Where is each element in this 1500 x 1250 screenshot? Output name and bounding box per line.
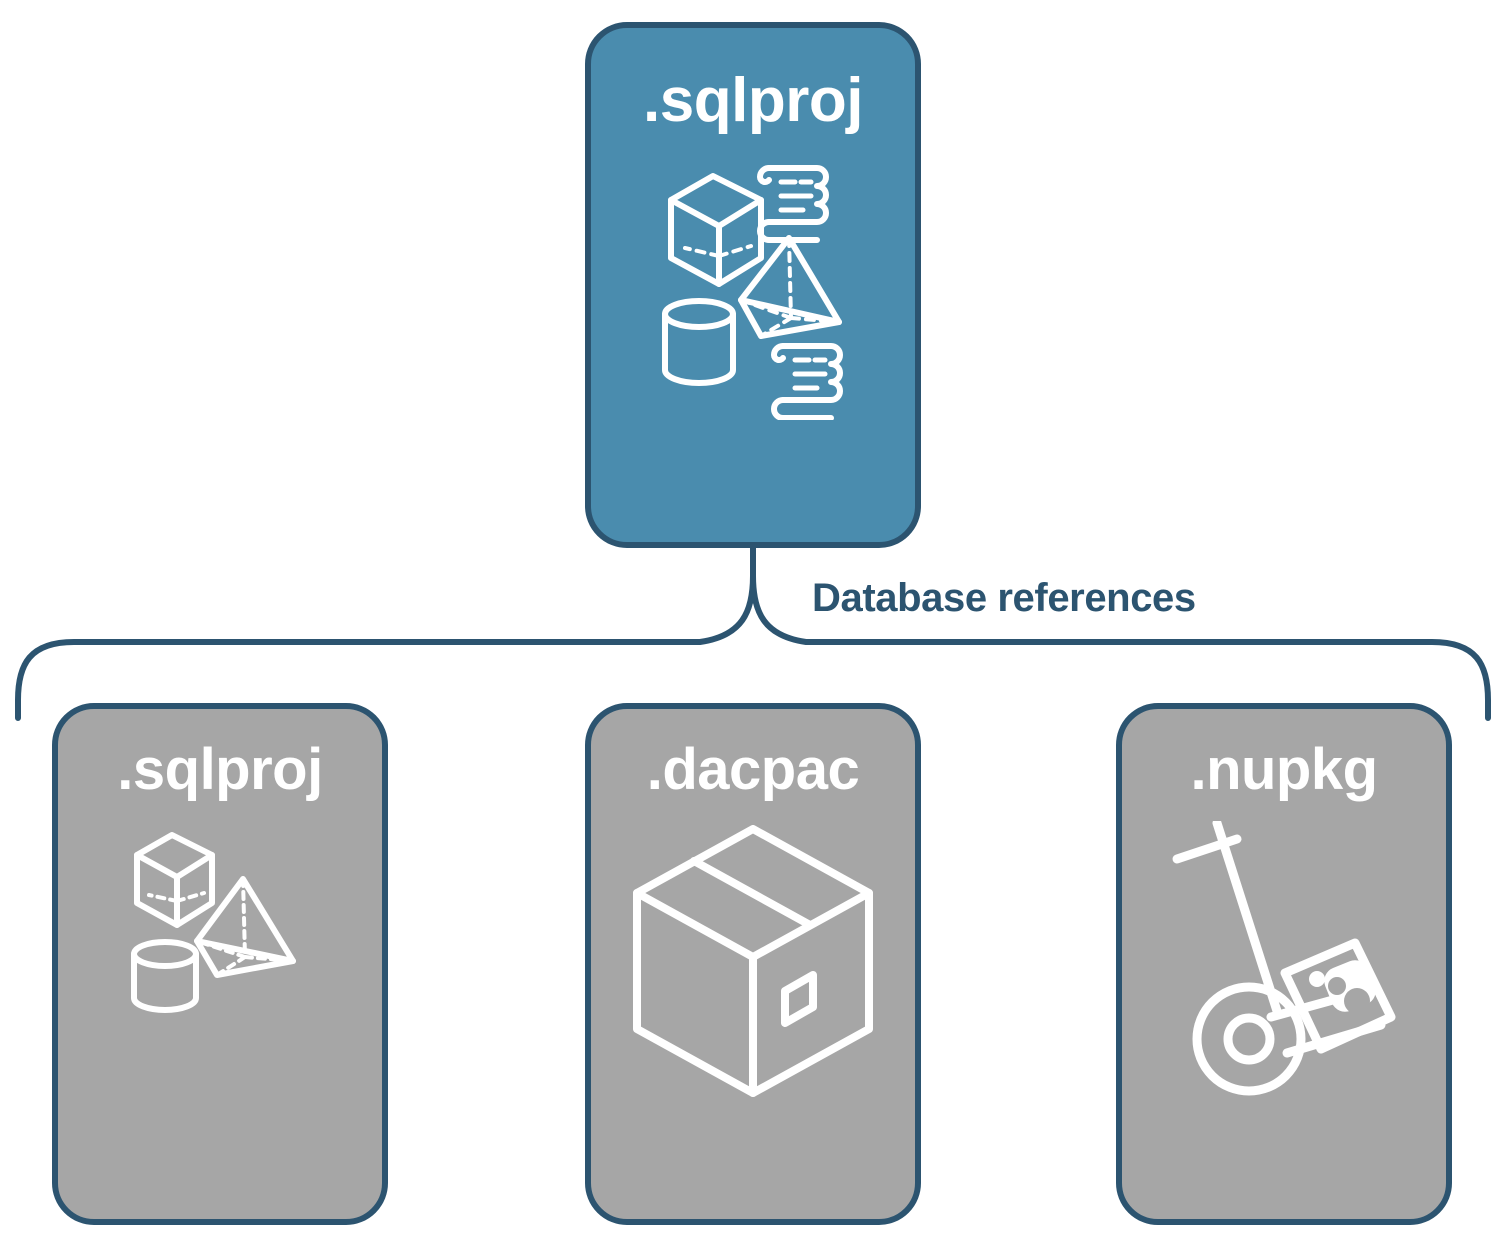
connector-label: Database references	[812, 576, 1196, 620]
scroll-script-icon	[771, 343, 843, 421]
node-card-sqlproj-reference[interactable]: .sqlproj	[52, 703, 388, 1225]
node-card-nupkg[interactable]: .nupkg	[1116, 703, 1452, 1225]
node-card-dacpac[interactable]: .dacpac	[585, 703, 921, 1225]
pyramid-wireframe-icon	[738, 235, 842, 339]
hand-truck-package-icon	[1172, 818, 1396, 1096]
cylinder-wireframe-icon	[131, 939, 199, 1013]
cube-wireframe-icon	[134, 832, 215, 928]
card-artwork-shipping-box	[628, 821, 878, 1106]
card-artwork-hand-truck	[1159, 818, 1409, 1106]
card-title: .nupkg	[1190, 737, 1378, 802]
pyramid-wireframe-icon	[194, 876, 296, 978]
card-title: .dacpac	[646, 737, 860, 802]
card-title: .sqlproj	[117, 737, 323, 802]
cube-wireframe-icon	[668, 173, 764, 287]
node-card-sqlproj-root[interactable]: .sqlproj	[585, 22, 921, 548]
card-title: .sqlproj	[643, 66, 863, 135]
card-artwork-shapes-and-scripts	[643, 150, 863, 425]
shipping-box-icon	[633, 825, 873, 1097]
card-artwork-shapes	[115, 821, 325, 1026]
cylinder-wireframe-icon	[662, 298, 736, 386]
scroll-script-icon	[757, 165, 829, 243]
